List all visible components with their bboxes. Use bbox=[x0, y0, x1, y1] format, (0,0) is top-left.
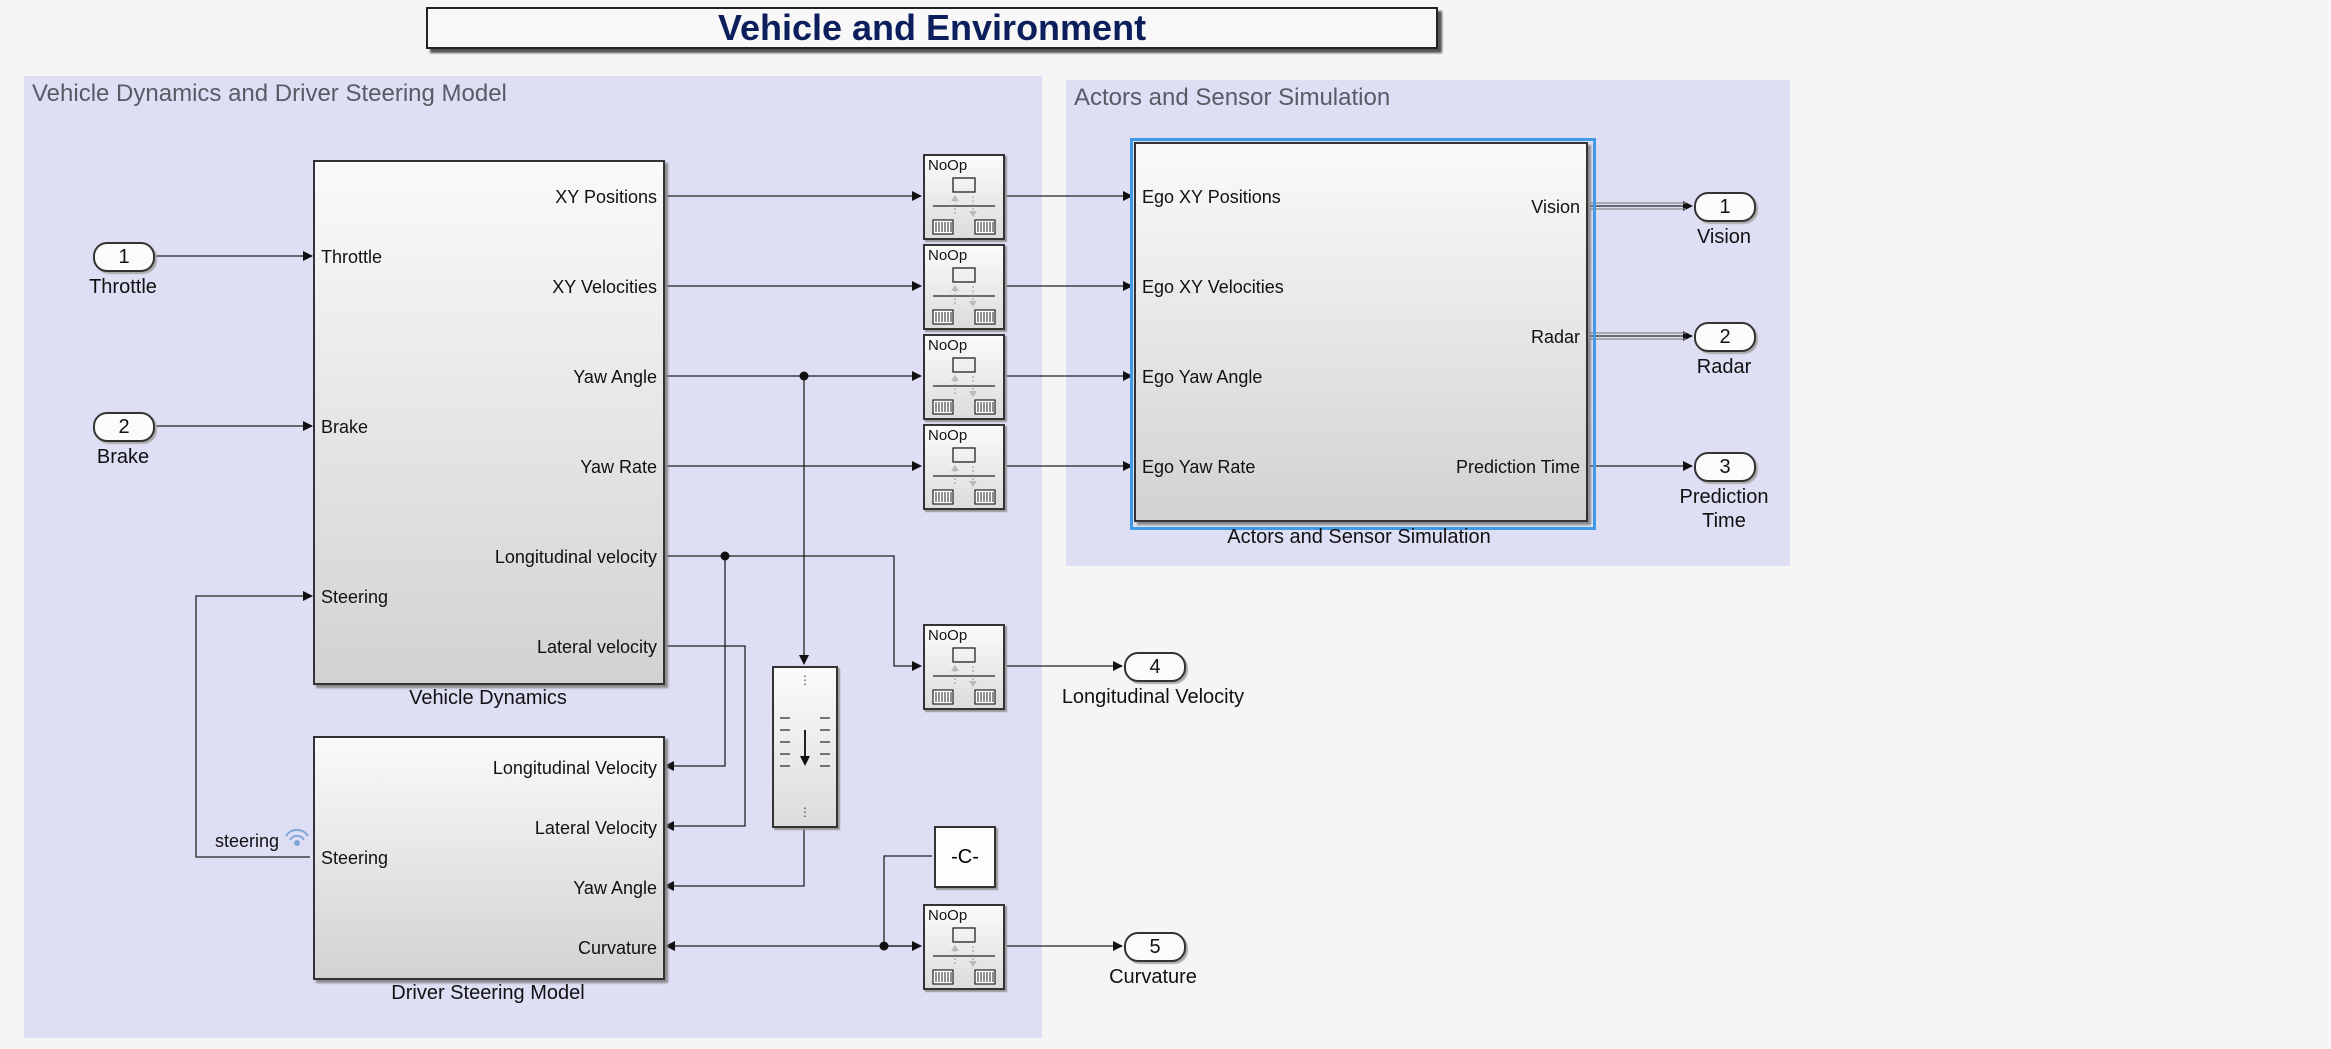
vehicle-dynamics-block[interactable]: Throttle Brake Steering XY Positions XY … bbox=[313, 160, 665, 685]
outport-radar[interactable]: 2 bbox=[1694, 322, 1756, 352]
wire-constant[interactable] bbox=[883, 855, 932, 946]
noop-block[interactable]: NoOp bbox=[923, 424, 1005, 510]
noop-icon bbox=[932, 357, 996, 415]
port-label: Longitudinal Velocity bbox=[492, 758, 657, 778]
outport-label: Vision bbox=[1696, 226, 1752, 248]
outport-curvature[interactable]: 5 bbox=[1124, 932, 1186, 962]
noop-label: NoOp bbox=[928, 427, 968, 444]
outport-label: Longitudinal Velocity bbox=[1061, 686, 1245, 708]
inport-label: Throttle bbox=[89, 276, 157, 298]
port-label: Ego XY Positions bbox=[1142, 187, 1281, 207]
inport-brake[interactable]: 2 bbox=[93, 412, 155, 442]
port-label: Ego Yaw Angle bbox=[1142, 367, 1263, 387]
area-title: Vehicle Dynamics and Driver Steering Mod… bbox=[32, 80, 507, 107]
page-title[interactable]: Vehicle and Environment bbox=[426, 7, 1438, 49]
wire-long-vel[interactable] bbox=[663, 555, 922, 671]
inport-throttle[interactable]: 1 bbox=[93, 242, 155, 272]
port-label: Prediction Time bbox=[1455, 457, 1580, 477]
driver-steering-block[interactable]: Steering Longitudinal Velocity Lateral V… bbox=[313, 736, 665, 980]
outport-label: Prediction Time bbox=[1679, 486, 1769, 532]
noop-label: NoOp bbox=[928, 627, 968, 644]
noop-block[interactable]: NoOp bbox=[923, 154, 1005, 240]
noop-block[interactable]: NoOp bbox=[923, 624, 1005, 710]
wireless-icon bbox=[285, 829, 309, 846]
noop-label: NoOp bbox=[928, 157, 968, 174]
port-label: Steering bbox=[321, 848, 389, 868]
outport-vision[interactable]: 1 bbox=[1694, 192, 1756, 222]
block-label: Driver Steering Model bbox=[391, 982, 585, 1004]
port-label: Ego XY Velocities bbox=[1142, 277, 1284, 297]
port-label: Yaw Rate bbox=[580, 457, 657, 477]
port-label: Longitudinal velocity bbox=[494, 547, 657, 567]
block-label: Actors and Sensor Simulation bbox=[1227, 526, 1491, 548]
port-label: Yaw Angle bbox=[573, 367, 657, 387]
wire-mux-yaw[interactable] bbox=[664, 826, 805, 891]
area-title: Actors and Sensor Simulation bbox=[1074, 84, 1391, 111]
port-label: Lateral velocity bbox=[536, 637, 657, 657]
actors-sensor-block[interactable]: Ego XY Positions Ego XY Velocities Ego Y… bbox=[1134, 142, 1588, 522]
branch-point bbox=[879, 941, 889, 951]
svg-text:⋮: ⋮ bbox=[799, 673, 811, 687]
wire-lat-vel-driver[interactable] bbox=[663, 645, 746, 831]
noop-label: NoOp bbox=[928, 337, 968, 354]
noop-icon bbox=[932, 927, 996, 985]
port-label: Lateral Velocity bbox=[534, 818, 657, 838]
outport-label: Radar bbox=[1696, 356, 1752, 378]
noop-icon bbox=[932, 177, 996, 235]
port-label: XY Velocities bbox=[552, 277, 657, 297]
outport-prediction-time[interactable]: 3 bbox=[1694, 452, 1756, 482]
outport-label: Curvature bbox=[1109, 966, 1197, 988]
port-label: Vision bbox=[1531, 197, 1580, 217]
goto-label: steering bbox=[215, 831, 280, 851]
mux-icon: ⋮ ⋮ bbox=[780, 673, 830, 819]
noop-block[interactable]: NoOp bbox=[923, 244, 1005, 330]
port-label: Brake bbox=[321, 417, 369, 437]
port-label: Throttle bbox=[321, 247, 383, 267]
noop-icon bbox=[932, 447, 996, 505]
svg-text:⋮: ⋮ bbox=[799, 805, 811, 819]
port-label: Radar bbox=[1530, 327, 1580, 347]
selection-highlight bbox=[1130, 138, 1596, 530]
noop-label: NoOp bbox=[928, 247, 968, 264]
port-label: Steering bbox=[321, 587, 389, 607]
branch-point bbox=[720, 551, 730, 561]
port-label: Curvature bbox=[577, 938, 657, 958]
port-label: XY Positions bbox=[555, 187, 657, 207]
noop-icon bbox=[932, 647, 996, 705]
outport-longitudinal-velocity[interactable]: 4 bbox=[1124, 652, 1186, 682]
noop-block[interactable]: NoOp bbox=[923, 334, 1005, 420]
noop-block[interactable]: NoOp bbox=[923, 904, 1005, 990]
wire-steering-feedback[interactable] bbox=[195, 591, 313, 858]
block-label: Vehicle Dynamics bbox=[409, 687, 567, 709]
port-label: Ego Yaw Rate bbox=[1142, 457, 1256, 477]
constant-block[interactable]: -C- bbox=[934, 826, 996, 888]
wire-long-vel-driver[interactable] bbox=[664, 556, 726, 771]
noop-icon bbox=[932, 267, 996, 325]
port-label: Yaw Angle bbox=[573, 878, 657, 898]
mux-block[interactable]: ⋮ ⋮ bbox=[772, 666, 838, 828]
noop-label: NoOp bbox=[928, 907, 968, 924]
branch-point bbox=[799, 371, 809, 381]
inport-label: Brake bbox=[96, 446, 150, 468]
